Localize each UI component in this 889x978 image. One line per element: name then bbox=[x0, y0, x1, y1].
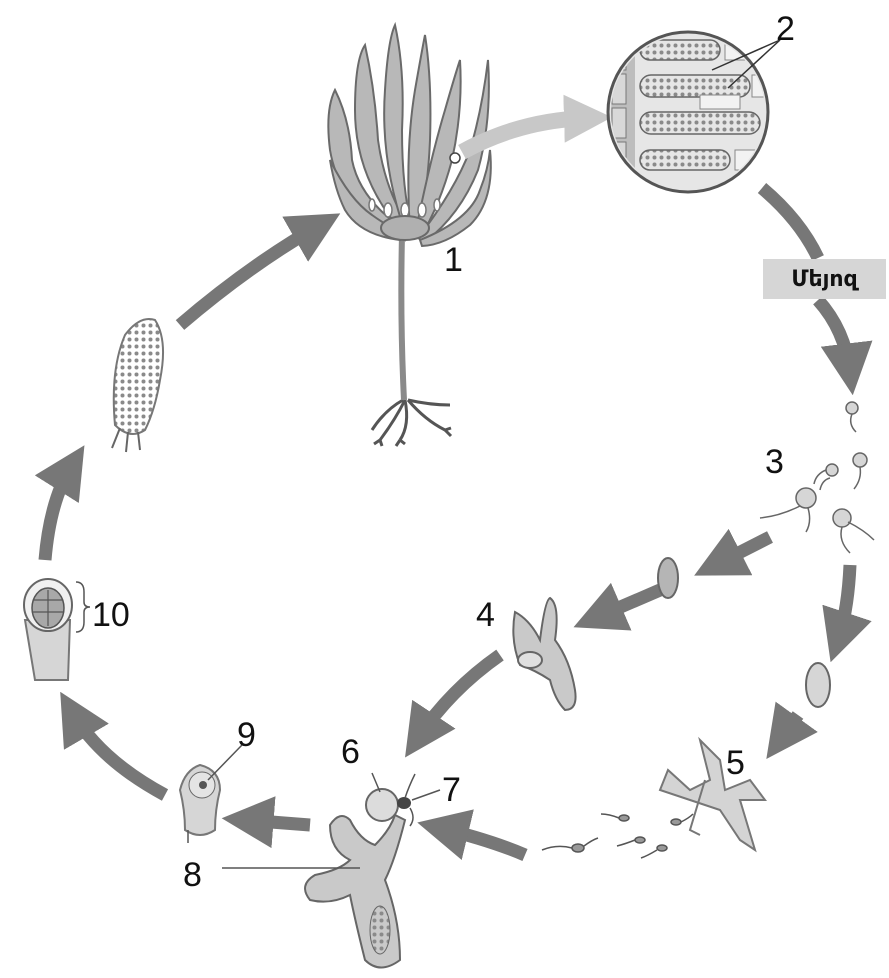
label-4: 4 bbox=[476, 598, 495, 632]
arrow-male-spore-to-gametophyte bbox=[780, 715, 798, 740]
male-gametophyte bbox=[660, 740, 765, 850]
arrow-female-gametophyte-to-fertilization bbox=[418, 655, 500, 738]
label-7: 7 bbox=[442, 773, 461, 807]
label-1: 1 bbox=[444, 243, 463, 277]
young-sporophyte bbox=[112, 319, 163, 452]
arrow-zoom-to-meiosis bbox=[762, 188, 818, 258]
female-spore bbox=[658, 558, 678, 598]
fertilizing-sperm bbox=[397, 797, 411, 809]
arrow-fertilization-to-zygote bbox=[245, 820, 310, 825]
arrow-sperm-to-egg bbox=[440, 828, 525, 855]
meiosis-label: Մեյոզ bbox=[763, 259, 886, 299]
arrow-spores-to-female-spore bbox=[715, 537, 770, 565]
label-10: 10 bbox=[92, 598, 130, 632]
arrow-female-spore-to-gametophyte bbox=[595, 590, 660, 618]
label-9: 9 bbox=[237, 718, 256, 752]
arrow-juvenile-to-adult bbox=[180, 225, 320, 325]
zygote bbox=[180, 765, 220, 835]
label-2: 2 bbox=[776, 12, 795, 46]
sporangia-zoom-circle bbox=[605, 30, 782, 200]
label-3: 3 bbox=[765, 445, 784, 479]
arrow-zygote-to-embryo bbox=[72, 712, 165, 795]
label-8: 8 bbox=[183, 858, 202, 892]
label-6: 6 bbox=[341, 735, 360, 769]
male-spore bbox=[806, 663, 830, 707]
embryo bbox=[24, 579, 72, 680]
sperm-cells bbox=[542, 814, 693, 858]
fertilization-stage bbox=[305, 774, 415, 968]
arrow-meiosis-to-spores bbox=[818, 300, 850, 372]
egg-cell bbox=[366, 789, 398, 821]
label-5: 5 bbox=[726, 746, 745, 780]
female-gametophyte bbox=[513, 598, 575, 710]
adult-alga-illustration bbox=[328, 25, 491, 446]
arrow-embryo-to-juvenile bbox=[45, 465, 72, 560]
arrow-spores-to-male-spore bbox=[838, 565, 850, 640]
